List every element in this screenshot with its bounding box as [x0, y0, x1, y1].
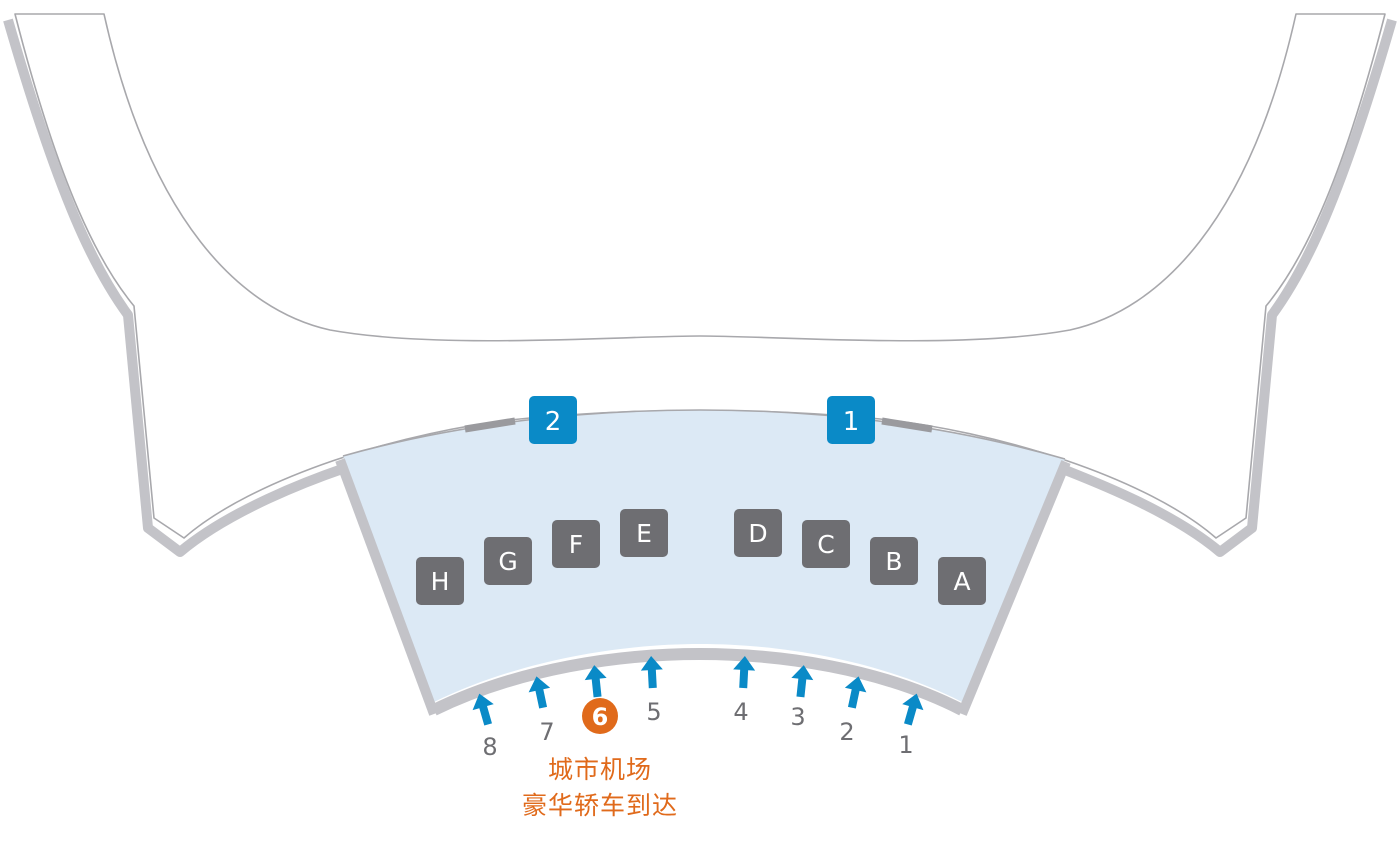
exit-6-label: 6 — [592, 703, 609, 731]
caption-line-2: 豪华轿车到达 — [521, 791, 678, 820]
arrow-up-icon — [789, 663, 815, 699]
exit-7-label: 7 — [539, 718, 554, 746]
zone-c-label: C — [817, 530, 834, 559]
arrival-hall — [335, 409, 1071, 716]
exit-2: 2 — [839, 674, 870, 746]
zone-b: B — [870, 537, 918, 585]
zone-f-label: F — [569, 530, 583, 559]
zone-e-label: E — [636, 519, 652, 548]
exit-7: 7 — [525, 674, 555, 746]
caption-line-1: 城市机场 — [547, 755, 652, 784]
exit-4: 4 — [732, 655, 756, 726]
zone-c: C — [802, 520, 850, 568]
zone-f: F — [552, 520, 600, 568]
exit-6: 6 — [582, 663, 618, 734]
exit-1-label: 1 — [898, 731, 913, 759]
terminal-building — [3, 13, 1397, 557]
zone-e: E — [620, 509, 668, 557]
exit-2-label: 2 — [839, 718, 854, 746]
exit-4-label: 4 — [733, 698, 748, 726]
zone-d-label: D — [748, 519, 767, 548]
zone-h: H — [416, 557, 464, 605]
door-1-label: 1 — [843, 407, 860, 437]
exit-1: 1 — [897, 690, 928, 759]
zone-g-label: G — [498, 547, 517, 576]
zone-h-label: H — [431, 567, 450, 596]
exit-3-label: 3 — [790, 703, 805, 731]
door-1: 1 — [827, 396, 875, 444]
exit-5: 5 — [640, 655, 664, 726]
door-2: 2 — [529, 396, 577, 444]
zone-a: A — [938, 557, 986, 605]
exit-8-label: 8 — [482, 733, 497, 761]
zone-a-label: A — [953, 567, 970, 596]
door-2-label: 2 — [545, 407, 562, 437]
exit-8: 8 — [468, 690, 499, 761]
zone-b-label: B — [885, 547, 902, 576]
exit-3: 3 — [789, 663, 815, 731]
zone-d: D — [734, 509, 782, 557]
exit-5-label: 5 — [646, 698, 661, 726]
zone-g: G — [484, 537, 532, 585]
